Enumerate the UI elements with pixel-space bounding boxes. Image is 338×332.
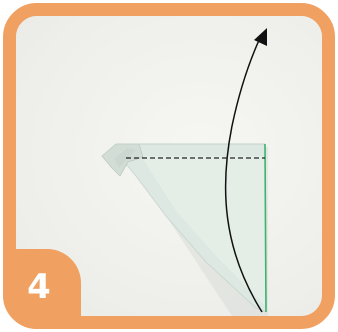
- arrow-head: [254, 28, 267, 46]
- step-badge: 4: [3, 249, 81, 329]
- paper-edge-green: [265, 144, 266, 312]
- step-number: 4: [27, 270, 51, 304]
